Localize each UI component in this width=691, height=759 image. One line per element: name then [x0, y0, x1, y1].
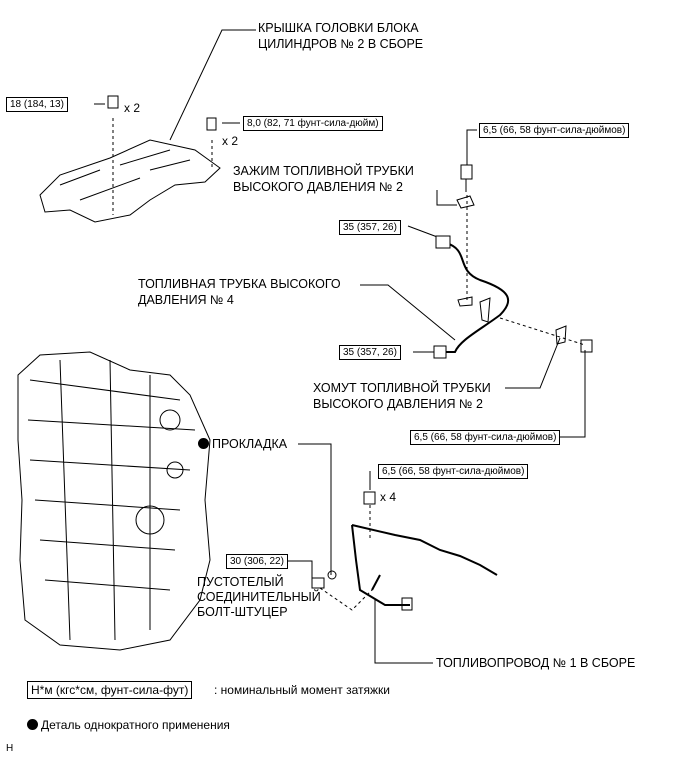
torque-box: 6,5 (66, 58 фунт-сила-дюймов) — [410, 430, 561, 445]
leader-t6 — [545, 350, 586, 438]
quantity-label: x 2 — [124, 101, 141, 115]
label-pipe: ТОПЛИВОПРОВОД № 1 В СБОРЕ — [436, 656, 636, 670]
leader-collar — [505, 337, 561, 389]
torque-box: 30 (306, 22) — [226, 554, 288, 569]
label-clamp-line1: ЗАЖИМ ТОПЛИВНОЙ ТРУБКИ — [233, 164, 414, 178]
label-collar-line2: ВЫСОКОГО ДАВЛЕНИЯ № 2 — [313, 397, 483, 411]
leader-tube — [360, 284, 456, 341]
torque-box: 35 (357, 26) — [339, 345, 401, 360]
legend-unit-box: Н*м (кгс*см, фунт-сила-фут) — [27, 681, 193, 699]
leader-t3 — [466, 129, 477, 165]
leader-gasket — [298, 443, 332, 575]
fuel-delivery-pipe — [351, 524, 498, 606]
label-cover-line1: КРЫШКА ГОЛОВКИ БЛОКА — [258, 21, 419, 35]
label-tube-line1: ТОПЛИВНАЯ ТРУБКА ВЫСОКОГО — [138, 277, 341, 291]
engine-block — [17, 351, 211, 651]
single-use-dot-icon — [27, 719, 38, 730]
leader-pipe — [374, 600, 433, 664]
torque-box: 35 (357, 26) — [339, 220, 401, 235]
label-gasket-text: ПРОКЛАДКА — [212, 437, 288, 451]
label-gasket: ПРОКЛАДКА — [198, 437, 287, 452]
cylinder-head-cover — [39, 139, 221, 223]
quantity-label: x 4 — [380, 490, 397, 504]
label-bolt-line2: СОЕДИНИТЕЛЬНЫЙ — [197, 590, 321, 604]
label-bolt-line1: ПУСТОТЕЛЫЙ — [197, 575, 284, 589]
torque-box: 8,0 (82, 71 фунт-сила-дюйм) — [243, 116, 383, 131]
label-cover-line2: ЦИЛИНДРОВ № 2 В СБОРЕ — [258, 37, 424, 51]
single-use-dot-icon — [198, 438, 209, 449]
leader-clamp — [436, 190, 457, 206]
legend-unit-text: : номинальный момент затяжки — [214, 683, 390, 697]
label-clamp-line2: ВЫСОКОГО ДАВЛЕНИЯ № 2 — [233, 180, 403, 194]
label-bolt-line3: БОЛТ-ШТУЦЕР — [197, 605, 288, 619]
fuel-tube-no4 — [442, 242, 510, 353]
torque-box: 6,5 (66, 58 фунт-сила-дюймов) — [378, 464, 529, 479]
label-tube-line2: ДАВЛЕНИЯ № 4 — [138, 293, 234, 307]
torque-box: 18 (184, 13) — [6, 97, 68, 112]
label-collar-line1: ХОМУТ ТОПЛИВНОЙ ТРУБКИ — [313, 381, 491, 395]
legend-single-use: Деталь однократного применения — [27, 717, 230, 733]
leader-t4 — [407, 225, 441, 239]
figure-code: H — [6, 743, 14, 754]
quantity-label: x 2 — [222, 134, 239, 148]
legend-single-use-text: Деталь однократного применения — [41, 718, 230, 732]
leader-cover — [169, 29, 256, 141]
torque-box: 6,5 (66, 58 фунт-сила-дюймов) — [479, 123, 630, 138]
leader-t8 — [282, 560, 313, 580]
